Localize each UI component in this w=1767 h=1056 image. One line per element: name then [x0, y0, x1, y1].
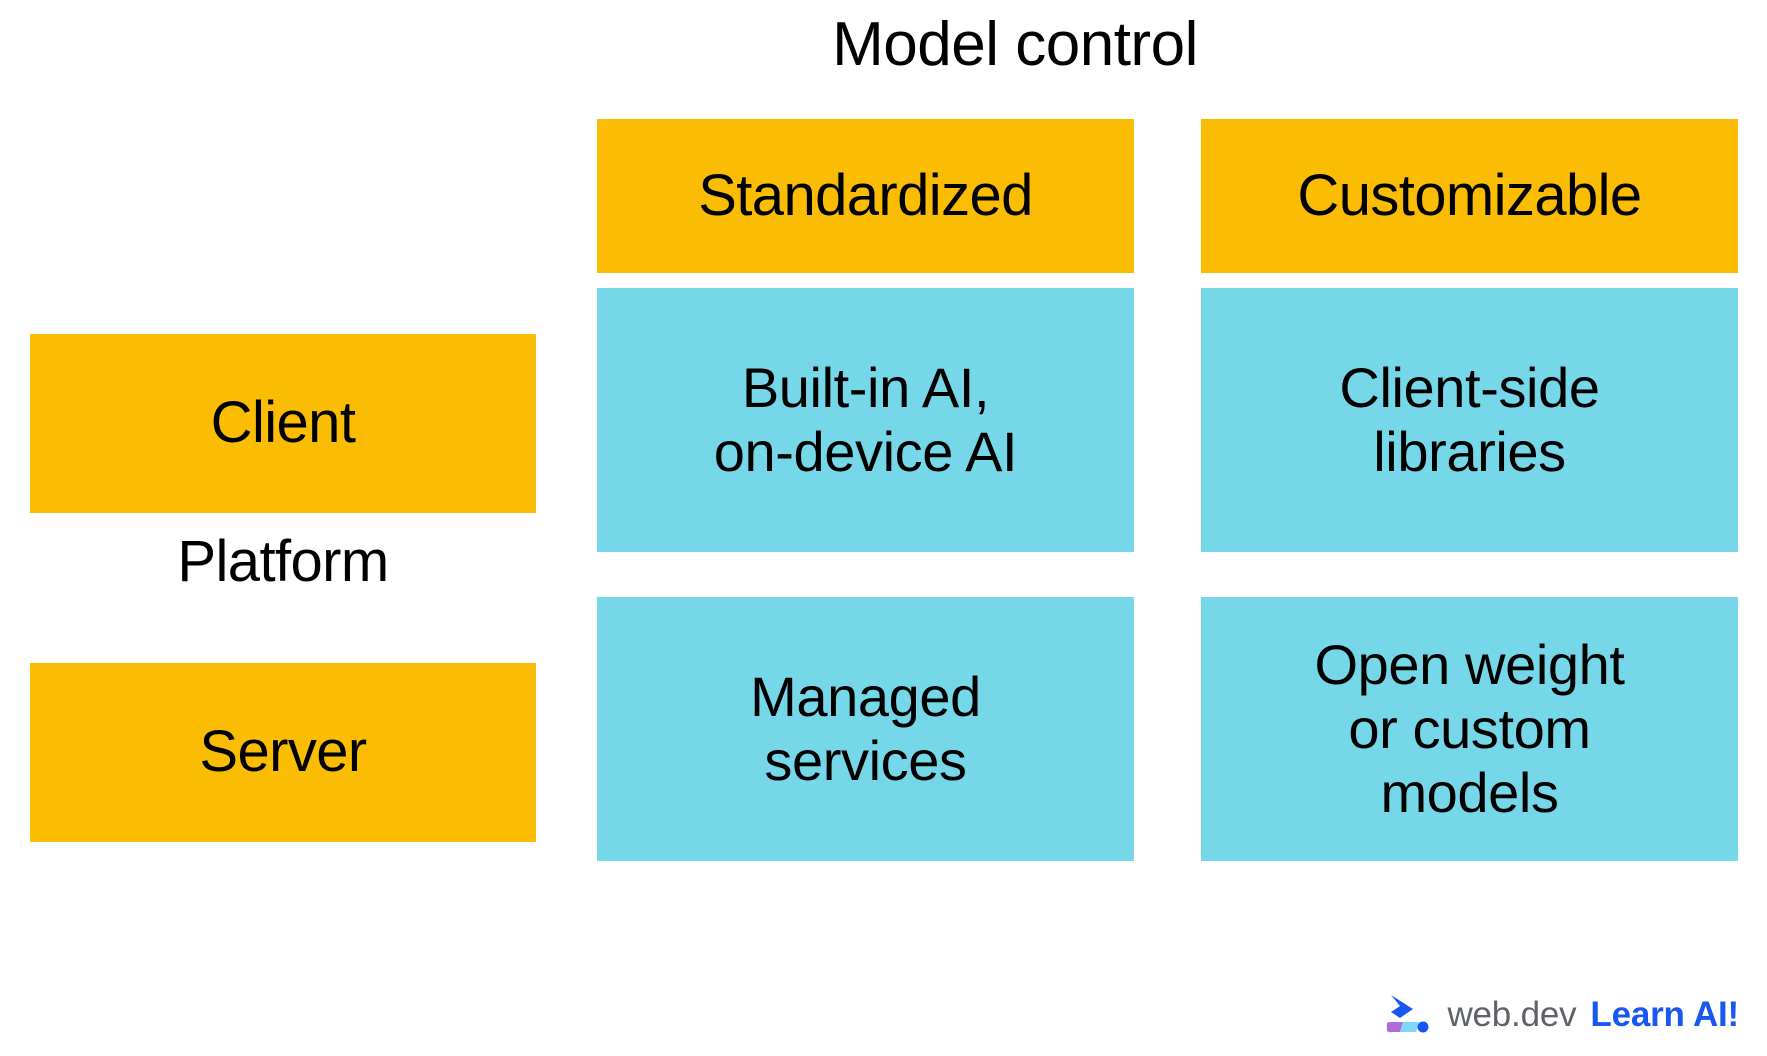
page-title: Model control: [832, 10, 1198, 79]
matrix-cell-server-customizable-label: Open weight or custom models: [1314, 633, 1625, 824]
brand-name-webdev: web.dev: [1447, 994, 1577, 1034]
column-header-customizable-label: Customizable: [1297, 162, 1642, 228]
matrix-cell-client-customizable-label: Client-side libraries: [1339, 356, 1600, 483]
column-header-standardized-label: Standardized: [698, 162, 1033, 228]
footer-branding: web.dev Learn AI!: [1387, 990, 1739, 1038]
row-header-client: Client: [30, 334, 536, 513]
column-header-standardized: Standardized: [597, 119, 1134, 273]
matrix-cell-client-standardized: Built-in AI, on-device AI: [597, 288, 1134, 552]
matrix-cell-client-customizable: Client-side libraries: [1201, 288, 1738, 552]
matrix-cell-server-standardized: Managed services: [597, 597, 1134, 861]
brand-tagline-learn-ai: Learn AI!: [1590, 994, 1739, 1034]
row-axis-label: Platform: [177, 529, 389, 594]
matrix-cell-client-standardized-label: Built-in AI, on-device AI: [713, 356, 1018, 483]
column-header-customizable: Customizable: [1201, 119, 1738, 273]
row-header-client-label: Client: [210, 390, 356, 456]
matrix-cell-server-customizable: Open weight or custom models: [1201, 597, 1738, 861]
row-header-server-label: Server: [199, 719, 367, 785]
matrix-cell-server-standardized-label: Managed services: [750, 665, 981, 792]
webdev-chevron-logo-icon: [1387, 995, 1429, 1033]
row-header-server: Server: [30, 663, 536, 842]
